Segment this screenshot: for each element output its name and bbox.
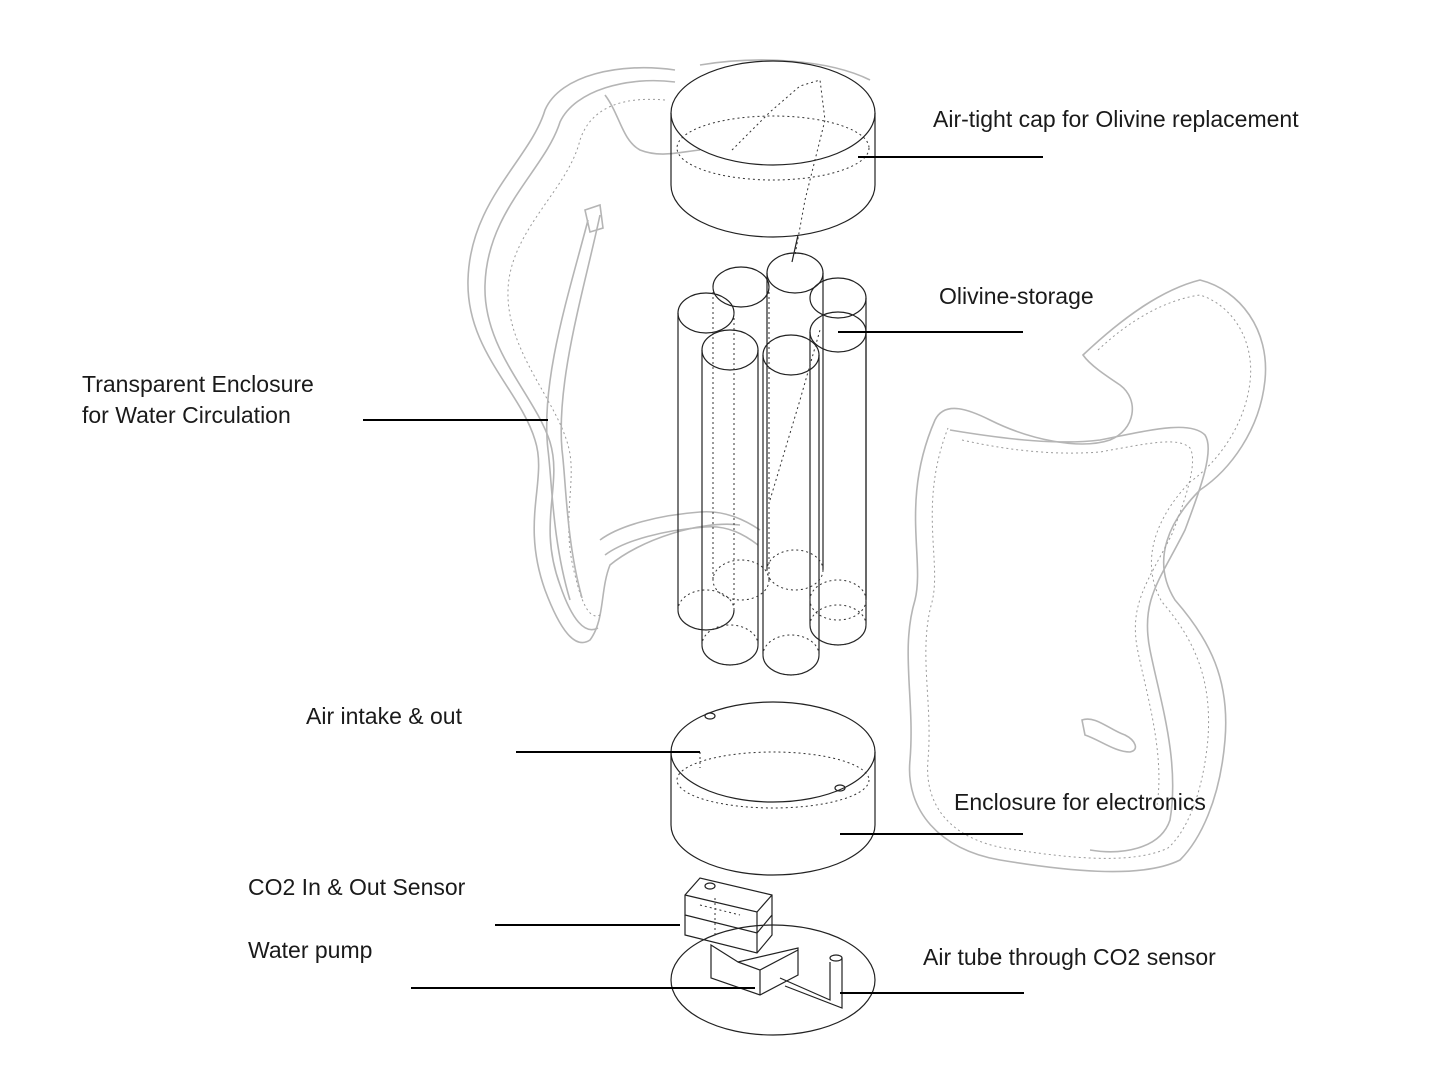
label-co2-sensor: CO2 In & Out Sensor — [248, 874, 466, 900]
label-electronics: Enclosure for electronics — [954, 789, 1206, 815]
label-cap: Air-tight cap for Olivine replacement — [933, 106, 1299, 132]
base-plate-assembly — [670, 877, 876, 1036]
label-air-tube: Air tube through CO2 sensor — [923, 944, 1216, 970]
label-olivine-storage: Olivine-storage — [939, 283, 1094, 309]
air-tight-cap — [670, 60, 876, 263]
olivine-storage-tubes — [677, 252, 867, 676]
label-enclosure-line2: for Water Circulation — [82, 402, 291, 428]
label-enclosure-line1: Transparent Enclosure — [82, 371, 314, 397]
electronics-enclosure — [670, 701, 876, 876]
leader-lines — [363, 156, 1043, 994]
label-air-intake: Air intake & out — [306, 703, 462, 729]
label-water-pump: Water pump — [248, 937, 373, 963]
left-transparent-shell — [467, 59, 871, 644]
right-transparent-shell — [907, 279, 1267, 873]
